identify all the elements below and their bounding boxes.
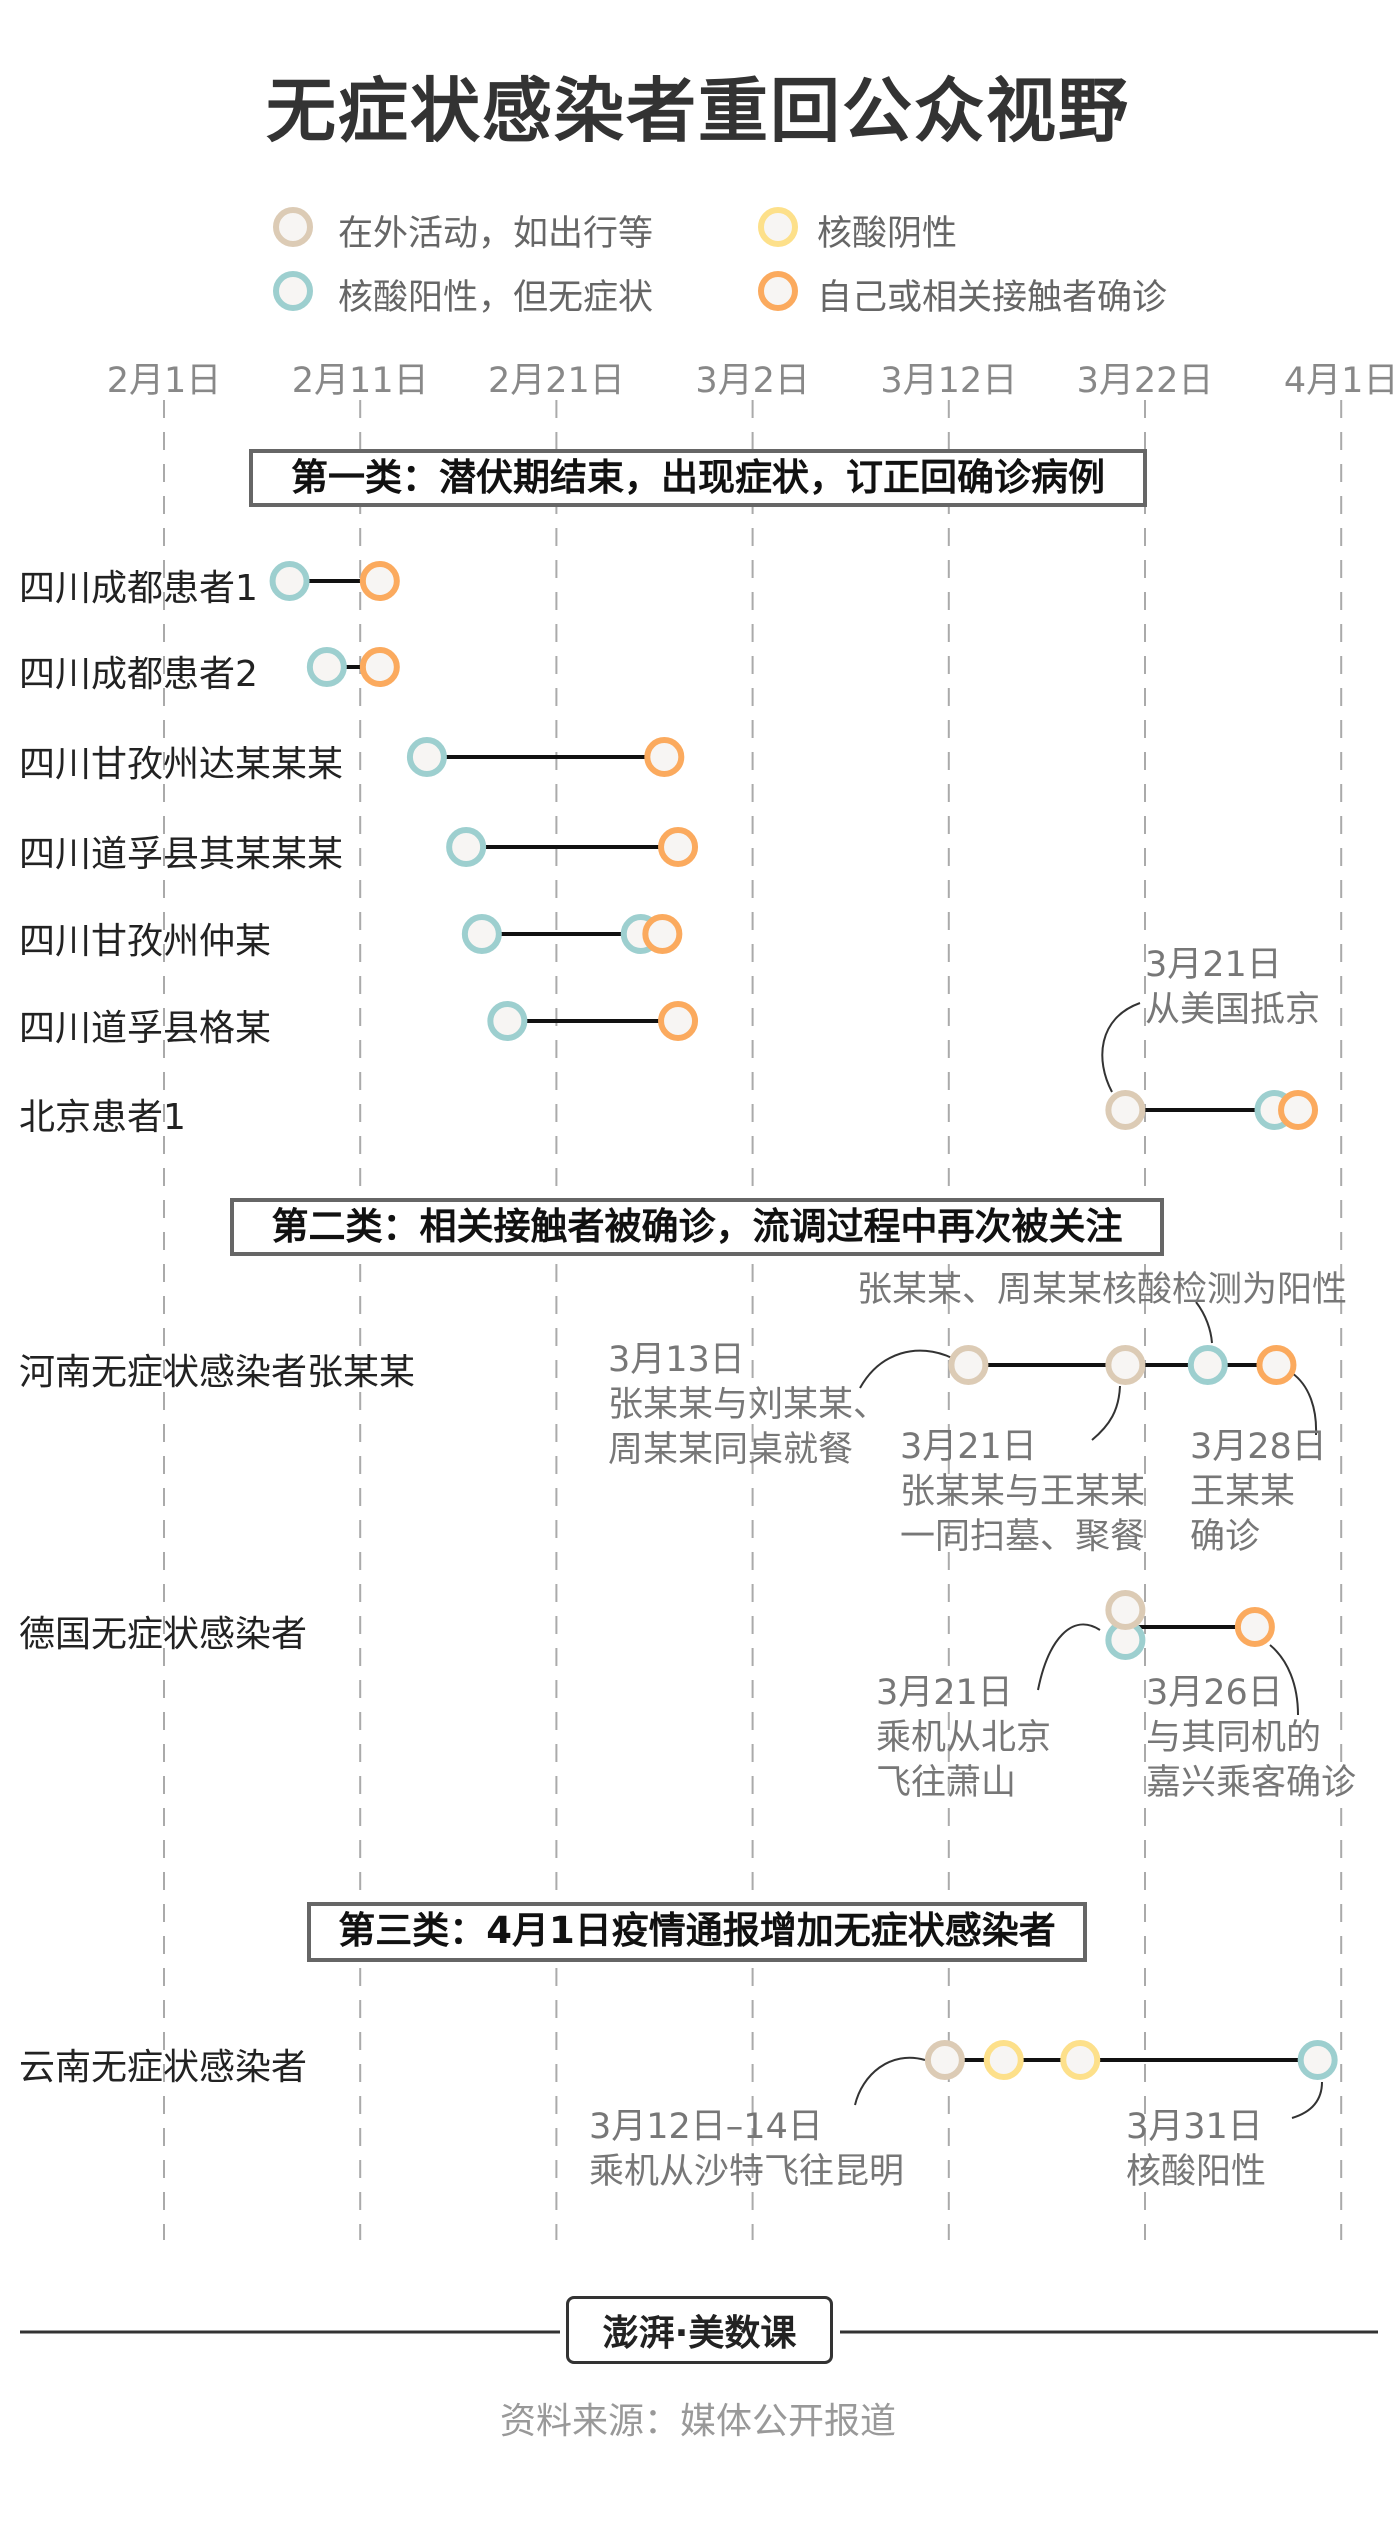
leader-henan-1	[859, 1349, 953, 1389]
row-label: 四川道孚县其某某某	[19, 834, 344, 875]
note-date: 3月28日	[1190, 1427, 1327, 1467]
event-marker-asymptomatic	[306, 647, 347, 687]
event-marker-confirmed	[658, 827, 699, 867]
legend-marker-travel	[273, 207, 313, 247]
note-text: 张某某与王某某	[900, 1472, 1146, 1512]
legend-label-asymptomatic: 核酸阳性，但无症状	[338, 278, 654, 318]
axis-tick-label: 2月21日	[487, 361, 625, 401]
note-yunnan-1: 3月12日–14日 乘机从沙特飞往昆明	[589, 2105, 904, 2195]
brand-logo: 澎湃·美数课	[566, 2296, 833, 2364]
event-marker-travel	[1105, 1590, 1146, 1630]
note-henan-top: 张某某、周某某核酸检测为阳性	[857, 1270, 1348, 1310]
event-marker-asymptomatic	[1187, 1345, 1228, 1385]
note-date: 3月26日	[1146, 1673, 1283, 1713]
leader-henan-top	[1195, 1301, 1213, 1344]
event-marker-confirmed	[1256, 1345, 1297, 1385]
legend-label-negative: 核酸阴性	[817, 214, 958, 254]
axis-tick-label: 3月12日	[880, 361, 1018, 401]
logo-text: 澎湃·美数课	[602, 2313, 797, 2354]
page-title: 无症状感染者重回公众视野	[266, 70, 1130, 152]
axis-tick-label: 3月2日	[695, 361, 810, 401]
row-label: 云南无症状感染者	[19, 2047, 308, 2088]
leader-beijing	[1101, 1002, 1141, 1093]
event-marker-travel	[924, 2040, 965, 2080]
event-marker-asymptomatic	[487, 1001, 528, 1041]
note-germany-1: 3月21日 乘机从北京 飞往萧山	[876, 1671, 1051, 1806]
row-label: 河南无症状感染者张某某	[19, 1352, 416, 1393]
row-label: 北京患者1	[19, 1097, 186, 1138]
event-marker-negative	[1060, 2040, 1101, 2080]
note-text: 确诊	[1190, 1517, 1261, 1557]
section-3-title: 第三类：4月1日疫情通报增加无症状感染者	[307, 1902, 1087, 1962]
section-2-title: 第二类：相关接触者被确诊，流调过程中再次被关注	[230, 1198, 1164, 1256]
event-marker-travel	[948, 1345, 989, 1385]
leader-yunnan-1	[854, 2056, 926, 2106]
note-date: 3月31日	[1126, 2107, 1263, 2147]
event-marker-asymptomatic	[461, 914, 502, 954]
event-marker-confirmed	[359, 561, 400, 601]
row-label: 四川甘孜州达某某某	[19, 744, 344, 785]
note-henan-3: 3月28日 王某某 确诊	[1190, 1425, 1327, 1560]
source-note: 资料来源：媒体公开报道	[499, 2401, 896, 2442]
note-text: 乘机从沙特飞往昆明	[589, 2152, 905, 2192]
event-marker-travel	[1105, 1345, 1146, 1385]
event-marker-confirmed	[1278, 1090, 1319, 1130]
leader-henan-2	[1091, 1385, 1121, 1441]
legend-marker-asymptomatic	[273, 271, 313, 311]
note-date: 3月21日	[900, 1427, 1037, 1467]
note-text: 飞往萧山	[876, 1763, 1017, 1803]
leader-yunnan-2	[1291, 2081, 1323, 2119]
event-marker-confirmed	[359, 647, 400, 687]
event-marker-asymptomatic	[269, 561, 310, 601]
note-text: 核酸阳性	[1126, 2152, 1267, 2192]
note-yunnan-2: 3月31日 核酸阳性	[1126, 2105, 1266, 2195]
leader-germany-2	[1269, 1644, 1299, 1716]
note-text: 乘机从北京	[876, 1718, 1052, 1758]
note-henan-1: 3月13日 张某某与刘某某、 周某某同桌就餐	[608, 1338, 888, 1473]
row-label: 四川甘孜州仲某	[19, 921, 272, 962]
note-text: 周某某同桌就餐	[608, 1430, 854, 1470]
note-text: 嘉兴乘客确诊	[1146, 1763, 1357, 1803]
row-label: 德国无症状感染者	[19, 1614, 308, 1655]
axis-tick-label: 3月22日	[1076, 361, 1214, 401]
event-marker-asymptomatic	[1297, 2040, 1338, 2080]
note-text: 王某某	[1190, 1472, 1296, 1512]
event-marker-asymptomatic	[446, 827, 487, 867]
legend-marker-confirmed	[758, 271, 798, 311]
row-label: 四川道孚县格某	[19, 1008, 272, 1049]
note-date: 3月12日–14日	[589, 2107, 823, 2147]
legend-label-confirmed: 自己或相关接触者确诊	[817, 278, 1168, 318]
section-1-title: 第一类：潜伏期结束，出现症状，订正回确诊病例	[249, 449, 1147, 507]
note-date: 3月21日	[1145, 945, 1282, 985]
event-marker-confirmed	[658, 1001, 699, 1041]
note-text: 张某某与刘某某、	[608, 1385, 889, 1425]
leader-germany-1	[1037, 1623, 1101, 1691]
event-marker-asymptomatic	[406, 737, 447, 777]
note-date: 3月13日	[608, 1340, 745, 1380]
event-marker-confirmed	[644, 737, 685, 777]
note-beijing: 3月21日 从美国抵京	[1145, 943, 1320, 1033]
event-marker-travel	[1105, 1090, 1146, 1130]
row-label: 四川成都患者2	[19, 654, 258, 695]
note-germany-2: 3月26日 与其同机的 嘉兴乘客确诊	[1146, 1671, 1356, 1806]
leader-henan-3	[1291, 1372, 1318, 1436]
row-label: 四川成都患者1	[19, 568, 258, 609]
event-marker-confirmed	[642, 914, 683, 954]
event-marker-confirmed	[1234, 1607, 1275, 1647]
axis-tick-label: 2月11日	[291, 361, 429, 401]
legend-label-travel: 在外活动，如出行等	[338, 214, 654, 254]
axis-tick-label: 2月1日	[106, 361, 222, 401]
note-date: 3月21日	[876, 1673, 1013, 1713]
axis-tick-label: 4月1日	[1283, 361, 1396, 401]
note-text: 一同扫墓、聚餐	[900, 1517, 1146, 1557]
event-marker-negative	[983, 2040, 1024, 2080]
note-henan-2: 3月21日 张某某与王某某 一同扫墓、聚餐	[900, 1425, 1145, 1560]
note-text: 与其同机的	[1146, 1718, 1322, 1758]
note-text: 从美国抵京	[1145, 990, 1321, 1030]
legend-marker-negative	[758, 207, 798, 247]
